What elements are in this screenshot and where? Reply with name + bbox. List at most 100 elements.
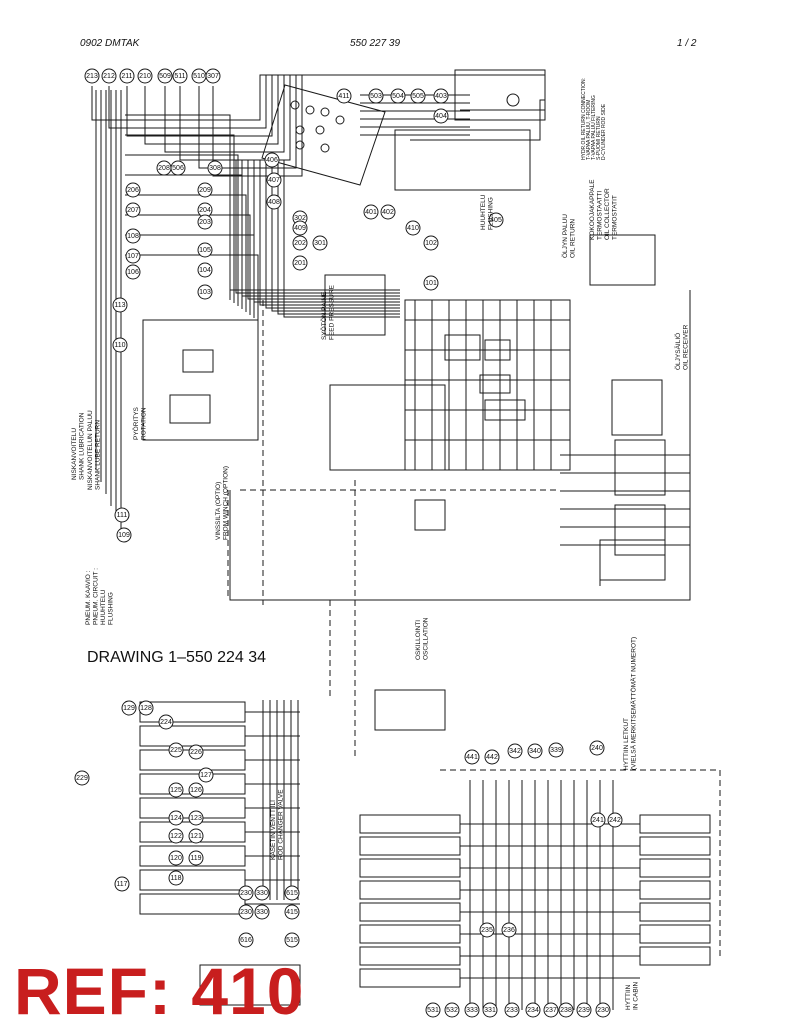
hydraulic-return-note-line: T-VAPAA PALUU FILTERING — [591, 95, 597, 160]
valve-block — [484, 399, 526, 421]
callout-label: 503 — [368, 88, 384, 104]
valve-block — [454, 69, 546, 121]
oil-return-label-line: ÖLJYN PALUU — [561, 214, 569, 258]
callout-text: 129 — [123, 705, 135, 712]
shank-lube-label-line: SHANK LUBRICATION — [79, 412, 86, 480]
callout-label: 242 — [607, 812, 623, 828]
callout-text: 209 — [199, 187, 211, 194]
callout-label: 510 — [191, 68, 207, 84]
valve-block — [414, 499, 446, 531]
callout-text: 109 — [118, 532, 130, 539]
callout-text: 242 — [609, 817, 621, 824]
hose-line — [125, 134, 235, 303]
callout-label: 117 — [114, 876, 130, 892]
callout-label: 128 — [138, 700, 154, 716]
oil-collector-label-line: OIL COLLECTOR — [604, 188, 611, 240]
callout-label: 504 — [390, 88, 406, 104]
callout-text: 301 — [314, 240, 326, 247]
callout-label: 233 — [504, 1002, 520, 1018]
callout-label: 339 — [548, 742, 564, 758]
pneumatic-circuit-label-line: FLUSHING — [108, 592, 115, 625]
hose-line — [277, 160, 400, 315]
callout-label: 234 — [525, 1002, 541, 1018]
callout-label: 126 — [188, 782, 204, 798]
callout-text: 111 — [117, 512, 128, 519]
boom-valve — [359, 946, 461, 966]
callout-label: 331 — [482, 1002, 498, 1018]
callout-label: 531 — [425, 1002, 441, 1018]
callout-label: 506 — [170, 160, 186, 176]
callout-label: 509 — [157, 68, 173, 84]
callout-text: 441 — [466, 754, 478, 761]
callout-label: 129 — [121, 700, 137, 716]
hose-line — [125, 154, 239, 306]
callout-text: 230 — [240, 890, 252, 897]
hydraulic-return-note-line: D-CYLINDER ROD SIDE — [601, 103, 607, 160]
callout-label: 441 — [464, 749, 480, 765]
callout-text: 237 — [545, 1007, 557, 1014]
callout-text: 307 — [207, 73, 219, 80]
callout-text: 333 — [466, 1007, 478, 1014]
callout-text: 202 — [294, 240, 306, 247]
callout-label: 120 — [168, 850, 184, 866]
valve-block — [639, 858, 711, 878]
oil-return-label-line: OIL RETURN — [570, 219, 577, 258]
in-cabin-label-line: HYTTIIN — [625, 984, 632, 1010]
oil-receiver — [611, 379, 663, 436]
oil-collector — [589, 234, 656, 286]
callout-label: 201 — [292, 255, 308, 271]
valve-block — [479, 374, 511, 394]
hose-line — [125, 214, 251, 315]
header-document-number: 550 227 39 — [350, 38, 401, 49]
winch-label: VINSSILTA (OPTIO)FROM WINCH (OPTION) — [215, 466, 230, 540]
callout-text: 101 — [425, 280, 437, 287]
callout-text: 104 — [199, 267, 211, 274]
callout-text: 233 — [506, 1007, 518, 1014]
drawing-reference: DRAWING 1–550 224 34 — [87, 649, 267, 666]
hose-line — [229, 290, 691, 601]
rod-changer-valve — [139, 845, 246, 867]
callout-label: 615 — [284, 885, 300, 901]
callout-text: 308 — [209, 165, 221, 172]
valve-block — [169, 394, 211, 424]
callout-text: 103 — [199, 289, 211, 296]
callout-text: 302 — [294, 215, 306, 222]
in-cabin-label-line: IN CABIN — [633, 982, 640, 1010]
callout-text: 203 — [199, 219, 211, 226]
callout-text: 241 — [592, 817, 604, 824]
callout-label: 208 — [156, 160, 172, 176]
callout-text: 410 — [407, 225, 419, 232]
pressure-gauge-icon — [506, 93, 520, 107]
callout-label: 106 — [125, 264, 141, 280]
callout-label: 202 — [292, 235, 308, 251]
callout-text: 406 — [266, 157, 278, 164]
callout-label: 411 — [336, 88, 352, 104]
callout-label: 105 — [197, 242, 213, 258]
callout-label: 230 — [238, 885, 254, 901]
valve-block — [599, 539, 666, 581]
callout-text: 224 — [160, 719, 172, 726]
feed-pressure-block — [324, 274, 386, 336]
callout-text: 330 — [256, 890, 268, 897]
callout-label: 333 — [464, 1002, 480, 1018]
callout-label: 107 — [125, 248, 141, 264]
callout-label: 118 — [168, 870, 184, 886]
oil-receiver-label-line: ÖLJYSÄILIÖ — [674, 333, 682, 370]
callout-label: 121 — [188, 828, 204, 844]
callout-label: 340 — [527, 743, 543, 759]
callout-text: 102 — [425, 240, 437, 247]
hose-line — [91, 74, 545, 121]
callout-text: 212 — [103, 73, 115, 80]
callout-label: 212 — [101, 68, 117, 84]
callout-label: 408 — [266, 194, 282, 210]
callout-text: 238 — [560, 1007, 572, 1014]
boom-valve — [359, 924, 461, 944]
callout-text: 532 — [446, 1007, 458, 1014]
callout-text: 230 — [597, 1007, 609, 1014]
callout-label: 119 — [188, 850, 204, 866]
callout-text: 121 — [190, 833, 202, 840]
boom-valve — [359, 880, 461, 900]
boom-valve — [359, 836, 461, 856]
